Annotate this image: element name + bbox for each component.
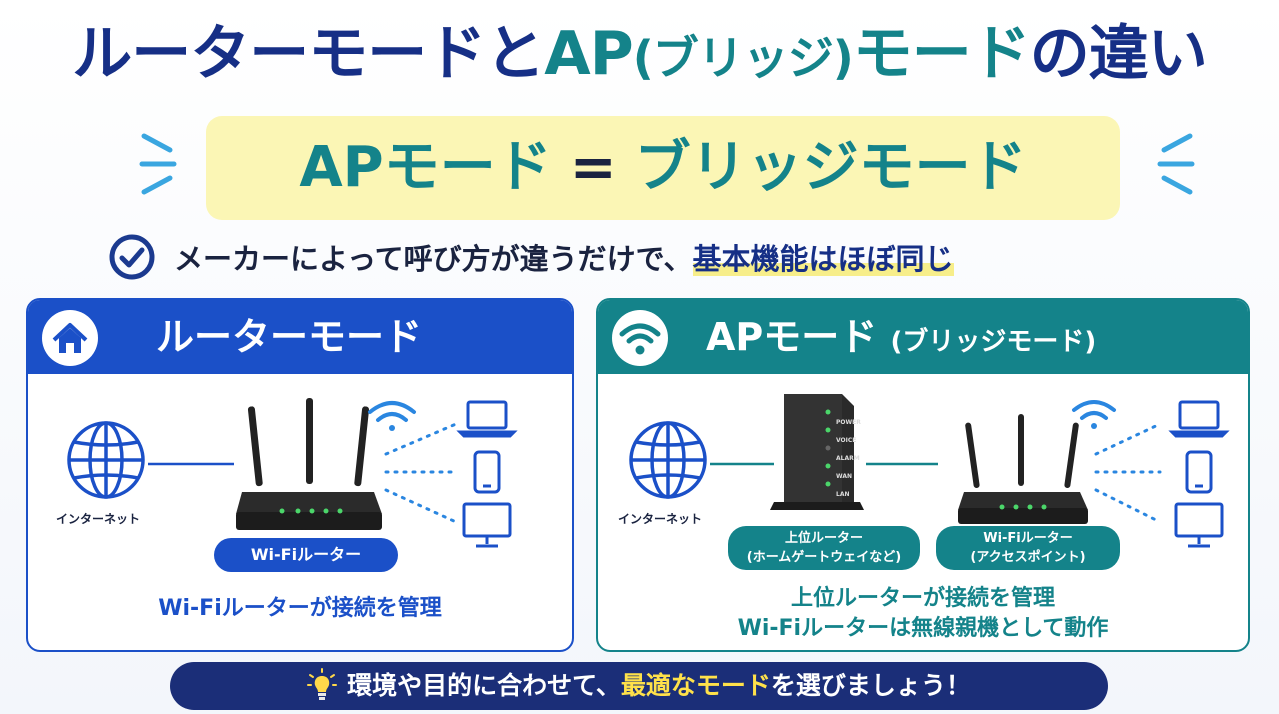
wifi-router-device	[236, 398, 382, 530]
banner-bridge-mode: ブリッジモード	[634, 135, 1027, 200]
check-line-highlight: 基本機能はほぼ同じ	[692, 242, 954, 276]
router-mode-diagram	[67, 398, 518, 548]
title-part-router-mode: ルーターモードと	[72, 19, 545, 89]
page-title: ルーターモードとAP(ブリッジ)モードの違い	[0, 14, 1279, 98]
ap-router-label-line1: Wi-Fiルーター	[983, 531, 1073, 546]
title-part-mode: モード	[852, 19, 1031, 89]
ap-panel-caption-line2: Wi-Fiルーターは無線親機として動作	[737, 616, 1109, 641]
upper-router-label: 上位ルーター (ホームゲートウェイなど)	[728, 526, 920, 570]
led-label-wan: WAN	[836, 473, 853, 480]
router-panel-header	[28, 300, 572, 374]
internet-globe-icon	[67, 421, 145, 499]
ap-panel-caption-line1: 上位ルーターが接続を管理	[790, 586, 1055, 611]
home-icon	[52, 323, 88, 353]
router-mode-panel: ルーターモード	[26, 298, 574, 652]
router-panel-title: ルーターモード	[156, 315, 423, 359]
ap-panel-title: APモード (ブリッジモード)	[706, 300, 1096, 374]
sparkle-left-icon	[139, 133, 177, 195]
laptop-icon	[1168, 400, 1230, 438]
check-circle-icon	[109, 234, 155, 280]
ap-panel-header	[598, 300, 1248, 374]
wifi-router-label: Wi-Fiルーター	[214, 538, 398, 572]
internet-label: インターネット	[618, 512, 703, 526]
upper-router-label-line1: 上位ルーター	[784, 531, 863, 546]
check-line-text: メーカーによって呼び方が違うだけで、基本機能はほぼ同じ	[174, 236, 954, 278]
internet-label: インターネット	[56, 512, 141, 526]
router-panel-icon-bg	[42, 310, 98, 366]
title-part-ap: AP	[544, 19, 633, 89]
router-panel-caption: Wi-Fiルーターが接続を管理	[158, 596, 442, 621]
banner-ap-mode: APモード	[299, 135, 552, 200]
desktop-monitor-icon	[462, 502, 512, 548]
bottom-banner-suffix: を選びましょう！	[770, 671, 971, 700]
title-part-difference: の違い	[1029, 19, 1208, 89]
lightbulb-icon	[307, 667, 338, 700]
internet-globe-icon	[629, 421, 707, 499]
ap-mode-panel: APモード (ブリッジモード)	[596, 298, 1250, 652]
smartphone-icon	[1185, 450, 1213, 494]
ap-wifi-router-device	[958, 414, 1088, 524]
laptop-icon	[456, 400, 518, 438]
ap-panel-icon-bg	[612, 310, 668, 366]
led-label-alarm: ALARM	[836, 455, 860, 462]
bottom-banner-prefix: 環境や目的に合わせて、	[347, 671, 621, 700]
equivalence-banner: APモード = ブリッジモード	[206, 116, 1120, 220]
ap-mode-diagram	[629, 394, 1230, 548]
wireless-links	[1094, 422, 1162, 524]
led-label-lan: LAN	[836, 491, 850, 498]
ap-router-label: Wi-Fiルーター (アクセスポイント)	[936, 526, 1120, 570]
ap-panel-title-sub: (ブリッジモード)	[890, 327, 1097, 357]
check-line-plain: メーカーによって呼び方が違うだけで、	[174, 242, 693, 276]
title-part-bridge: (ブリッジ)	[632, 31, 854, 85]
banner-equals: =	[569, 135, 617, 200]
home-gateway-device	[770, 394, 864, 510]
wifi-icon	[619, 323, 661, 355]
bottom-banner-highlight: 最適なモード	[620, 671, 771, 700]
led-label-voice: VOICE	[836, 437, 857, 444]
wifi-signal-icon	[368, 401, 416, 431]
ap-router-label-line2: (アクセスポイント)	[970, 550, 1086, 565]
check-line: メーカーによって呼び方が違うだけで、基本機能はほぼ同じ	[108, 232, 954, 282]
bottom-banner: 環境や目的に合わせて、最適なモードを選びましょう！	[170, 662, 1108, 710]
led-label-power: POWER	[836, 419, 861, 426]
ap-panel-title-main: APモード	[706, 315, 878, 359]
sparkle-right-icon	[1157, 133, 1195, 195]
wifi-signal-icon	[1072, 400, 1116, 429]
smartphone-icon	[473, 450, 501, 494]
wireless-links	[384, 422, 458, 524]
desktop-monitor-icon	[1174, 502, 1224, 548]
upper-router-label-line2: (ホームゲートウェイなど)	[746, 550, 902, 565]
